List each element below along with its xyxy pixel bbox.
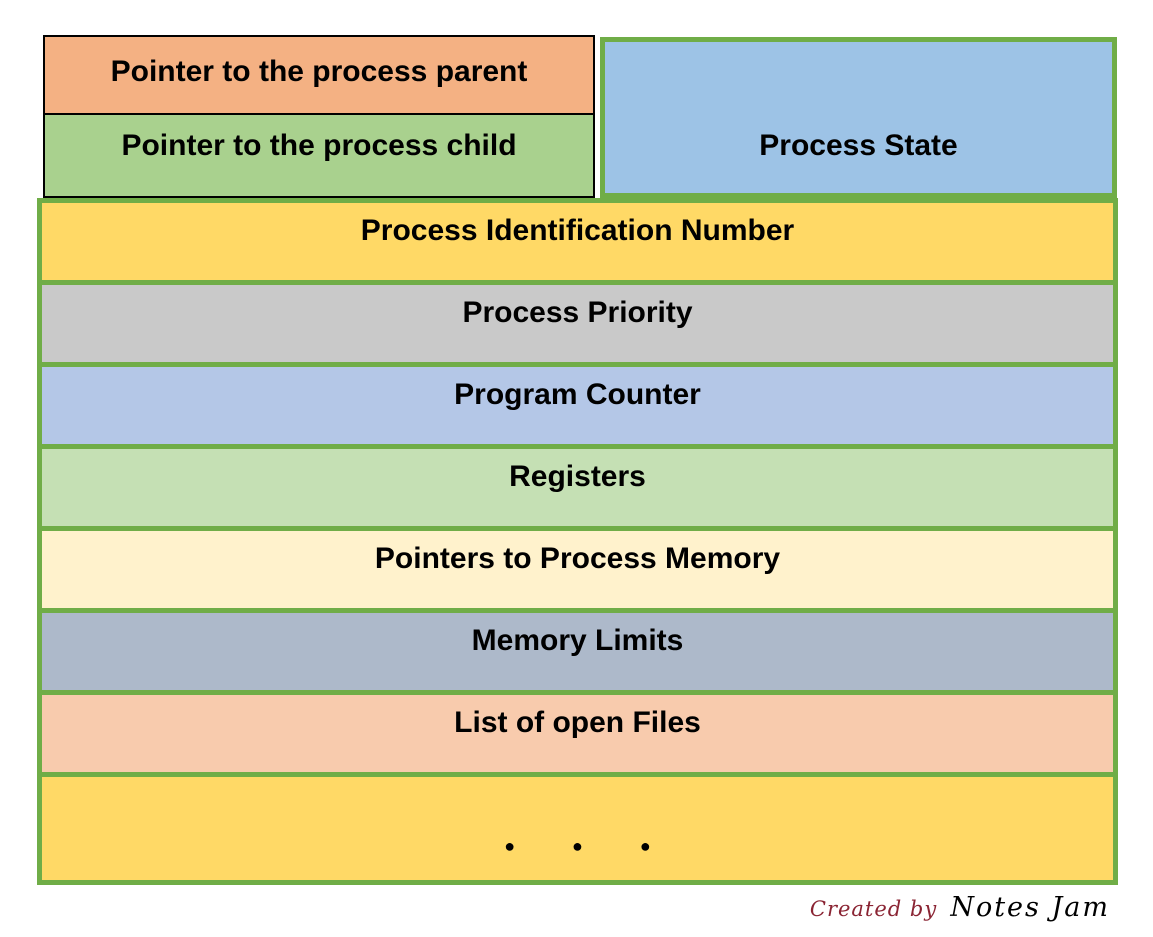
row-process-id: Process Identification Number — [37, 198, 1118, 285]
row-registers: Registers — [37, 444, 1118, 531]
pcb-rows: Process Identification Number Process Pr… — [37, 198, 1118, 885]
row-memory-limits: Memory Limits — [37, 608, 1118, 695]
process-state-label: Process State — [759, 128, 958, 162]
row-memory-pointers: Pointers to Process Memory — [37, 526, 1118, 613]
pointer-block: Pointer to the process parent Pointer to… — [43, 35, 595, 198]
credit-prefix: Created by — [809, 897, 938, 921]
row-open-files: List of open Files — [37, 690, 1118, 777]
pointer-child-label: Pointer to the process child — [121, 128, 517, 162]
pointer-parent-label: Pointer to the process parent — [110, 55, 528, 88]
credit-line: Created by Notes Jam — [810, 892, 1110, 923]
pointer-parent-cell: Pointer to the process parent — [45, 37, 593, 115]
row-program-counter: Program Counter — [37, 362, 1118, 449]
row-process-id-label: Process Identification Number — [360, 214, 795, 247]
row-ellipsis: ● ● ● — [37, 772, 1118, 885]
row-registers-label: Registers — [509, 460, 646, 493]
row-memory-pointers-label: Pointers to Process Memory — [374, 542, 781, 575]
row-process-priority-label: Process Priority — [462, 296, 693, 329]
process-state-cell: Process State — [600, 37, 1117, 198]
row-program-counter-label: Program Counter — [454, 378, 701, 411]
row-open-files-label: List of open Files — [454, 706, 701, 739]
credit-author: Notes Jam — [950, 892, 1110, 923]
pointer-child-cell: Pointer to the process child — [45, 115, 593, 196]
row-memory-limits-label: Memory Limits — [471, 624, 684, 657]
ellipsis-dots: ● ● ● — [504, 835, 677, 856]
row-process-priority: Process Priority — [37, 280, 1118, 367]
